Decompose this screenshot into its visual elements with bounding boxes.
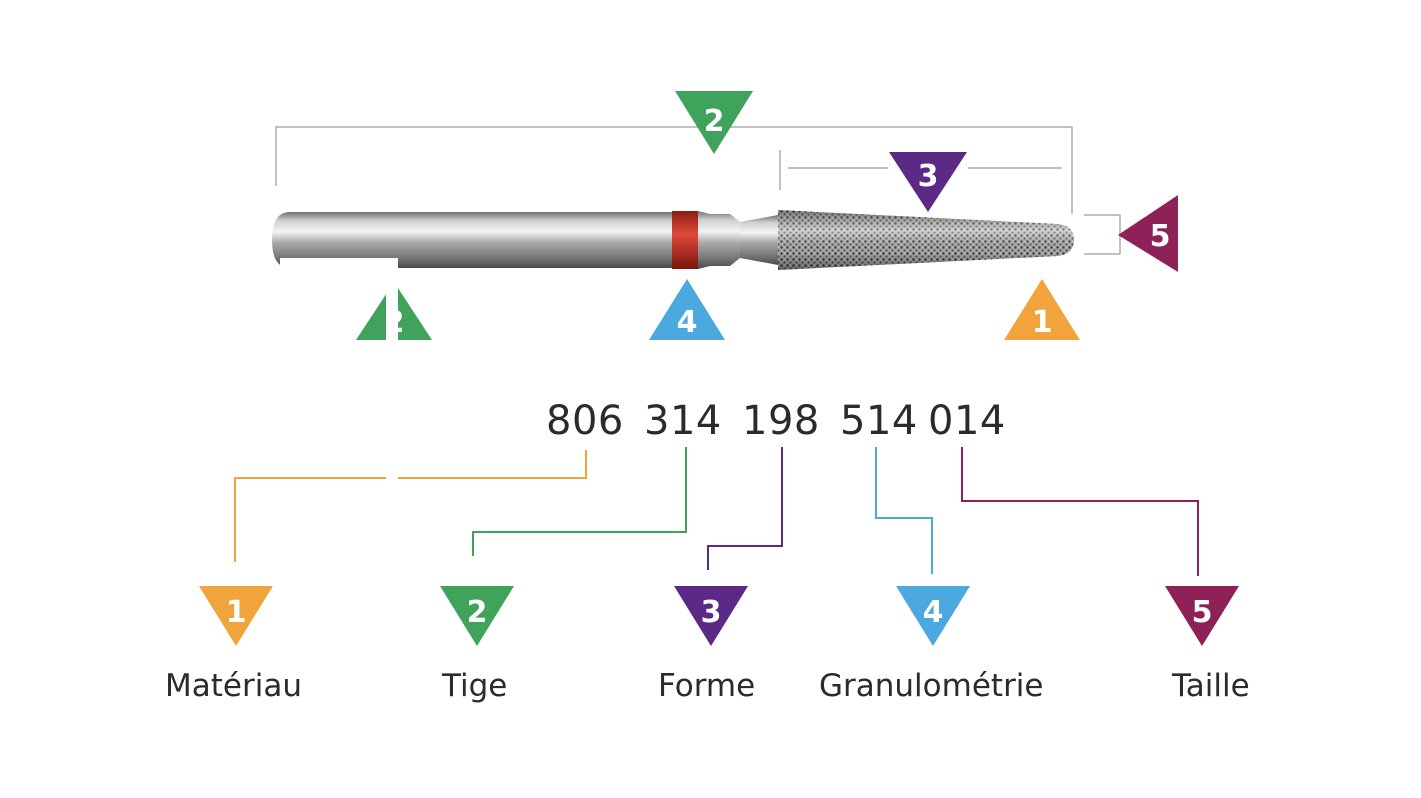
shank-cutout [280, 258, 398, 278]
legend-label-grit: Granulométrie [819, 668, 1044, 704]
code-shape: 198 [742, 398, 820, 444]
marker-working-part: 3 [889, 152, 967, 212]
svg-text:4: 4 [677, 305, 698, 340]
connector-shape [707, 447, 783, 570]
legend-label-shank: Tige [442, 668, 508, 704]
tip-size-bracket [1084, 214, 1121, 255]
code-shank: 314 [644, 398, 722, 444]
connector-shank [472, 447, 687, 556]
legend-label-shape: Forme [658, 668, 756, 704]
marker-band: 4 [649, 279, 725, 340]
code-material: 806 [546, 398, 624, 444]
marker-shank: 2 [356, 282, 432, 342]
svg-text:3: 3 [918, 159, 939, 194]
connector-material [234, 450, 587, 562]
svg-text:4: 4 [923, 595, 944, 630]
legend-marker-2: 2 [440, 586, 514, 646]
legend-label-material: Matériau [165, 668, 302, 704]
color-band [672, 211, 698, 269]
legend-marker-4: 4 [896, 586, 970, 646]
burr-shank [272, 212, 672, 268]
code-connectors [234, 447, 1199, 576]
code-grit: 514 [840, 398, 918, 444]
svg-text:3: 3 [701, 595, 722, 630]
legend-marker-1: 1 [199, 586, 273, 646]
svg-text:2: 2 [467, 595, 488, 630]
code-size: 014 [928, 398, 1006, 444]
overall-length-bracket [275, 126, 1073, 214]
legend-label-size: Taille [1172, 668, 1250, 704]
legend-marker-5: 5 [1165, 586, 1239, 646]
svg-text:5: 5 [1192, 595, 1213, 630]
svg-text:1: 1 [226, 595, 247, 630]
connector-size [961, 447, 1199, 576]
dental-burr [272, 210, 1074, 343]
connector-grit [875, 447, 933, 574]
svg-text:1: 1 [1032, 305, 1053, 340]
svg-text:5: 5 [1150, 219, 1171, 254]
marker-overall-length: 2 [675, 91, 753, 154]
burr-neck-taper [740, 215, 778, 265]
svg-text:2: 2 [704, 104, 725, 139]
legend-marker-3: 3 [674, 586, 748, 646]
marker-tip-size: 5 [1118, 195, 1178, 272]
marker-head: 1 [1004, 279, 1080, 340]
burr-neck [698, 211, 740, 269]
